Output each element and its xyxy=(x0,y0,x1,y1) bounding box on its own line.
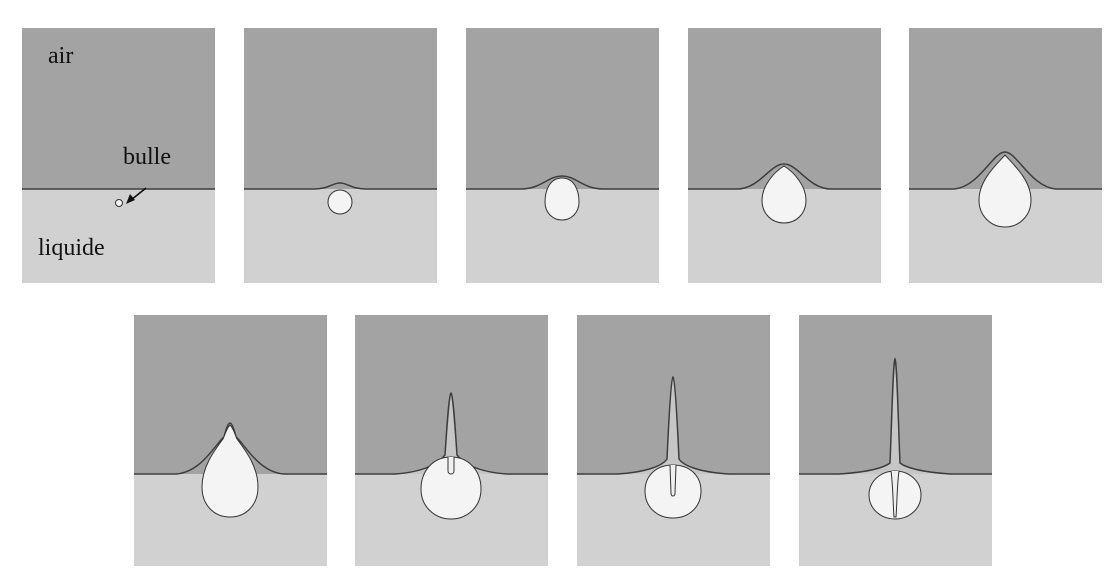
frame-7-illustration xyxy=(355,315,548,566)
frame-5 xyxy=(909,28,1102,283)
frame-7 xyxy=(355,315,548,566)
liquid-spike-icon xyxy=(670,465,676,496)
frame-2 xyxy=(244,28,437,283)
air-region xyxy=(688,28,881,189)
liquid-label: liquide xyxy=(38,236,105,260)
frame-4-illustration xyxy=(688,28,881,283)
frame-3-illustration xyxy=(466,28,659,283)
frame-4 xyxy=(688,28,881,283)
rising-bubble-icon xyxy=(545,178,579,220)
tiny-bubble-icon xyxy=(116,200,123,207)
frame-9 xyxy=(799,315,992,566)
frame-2-illustration xyxy=(244,28,437,283)
air-region xyxy=(244,28,437,189)
frame-6-illustration xyxy=(134,315,327,566)
frame-9-illustration xyxy=(799,315,992,566)
frame-3 xyxy=(466,28,659,283)
frame-8 xyxy=(577,315,770,566)
rising-bubble-icon xyxy=(328,190,352,214)
bubble-label: bulle xyxy=(123,145,171,169)
frame-6 xyxy=(134,315,327,566)
frame-8-illustration xyxy=(577,315,770,566)
air-region xyxy=(466,28,659,189)
air-label: air xyxy=(48,44,73,68)
liquid-spike-icon xyxy=(448,457,454,474)
frame-5-illustration xyxy=(909,28,1102,283)
